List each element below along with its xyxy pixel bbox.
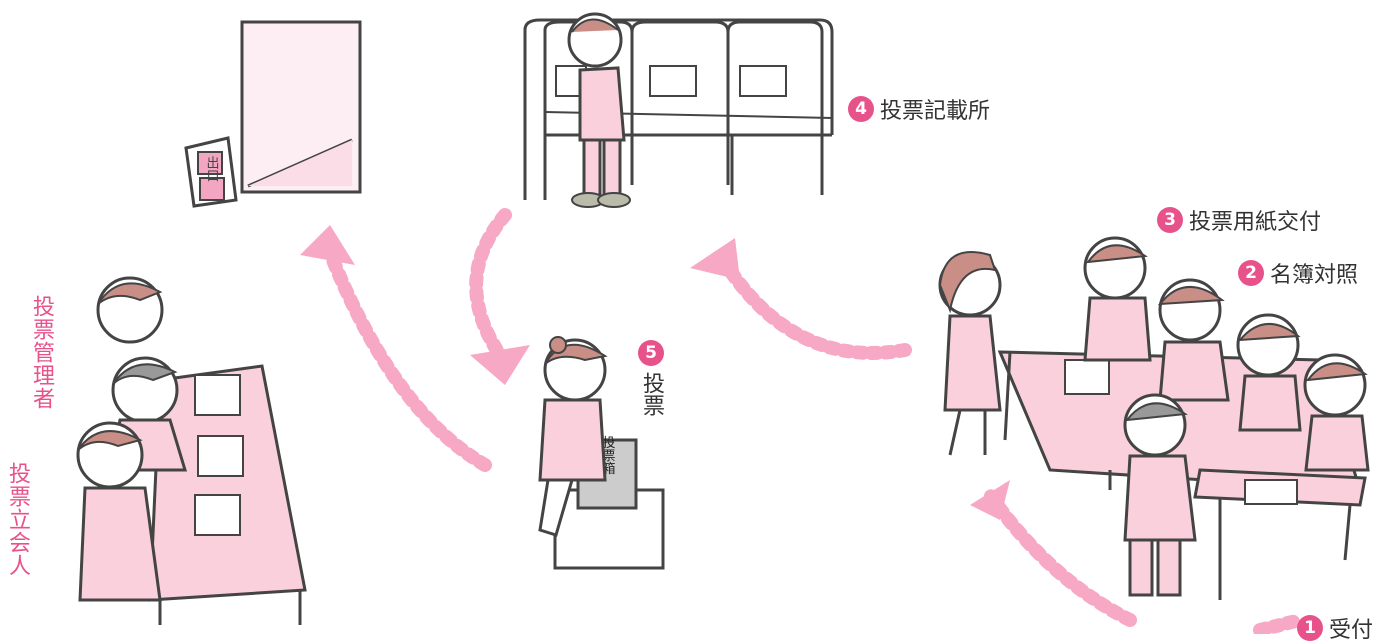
staff-group (1083, 236, 1370, 597)
arrow-booth-to-ballot (469, 208, 512, 362)
step-3-text: 投票用紙交付 (1189, 210, 1322, 235)
step-5-badge: 5 (638, 340, 664, 366)
step-2-text: 名簿対照 (1270, 263, 1359, 288)
step-3-label: 3 投票用紙交付 (1157, 204, 1321, 236)
step-2-label: 2 名簿対照 (1238, 257, 1358, 289)
exit-sign: 出口 (184, 136, 238, 208)
arrow-reception-to-booth (713, 248, 912, 360)
arrow-ballot-to-exit (318, 233, 492, 472)
step-1-label: 1 受付 (1297, 612, 1373, 644)
voting-booths (523, 12, 834, 208)
flow-arrows (318, 208, 1307, 634)
arrow-entry-to-reception (983, 488, 1137, 627)
official-1 (96, 276, 164, 344)
arrow-entry-bottom (1253, 613, 1307, 634)
visitor-at-reception (938, 250, 1002, 456)
arrow-heads (300, 225, 1010, 520)
official-2 (108, 356, 188, 472)
official-3 (76, 421, 162, 602)
step-1-text: 受付 (1329, 618, 1374, 643)
step-4-badge: 4 (848, 96, 874, 122)
step-2-badge: 2 (1238, 260, 1264, 286)
step-4-label: 4 投票記載所 (848, 93, 990, 125)
step-1-badge: 1 (1297, 615, 1323, 641)
role-manager-label: 投票管理者 (29, 295, 54, 410)
role-witness-label: 投票立会人 (5, 462, 30, 577)
step-3-badge: 3 (1157, 207, 1183, 233)
voter-at-booth (567, 12, 631, 208)
step-4-text: 投票記載所 (880, 99, 991, 124)
voter-casting (538, 336, 608, 537)
step-5-text: 投票 (639, 372, 664, 416)
step-5-label: 5 投票 (636, 340, 666, 416)
exit-sign-text: 出口 (204, 156, 219, 182)
reception-table (938, 236, 1370, 600)
exit-area: 出口 (184, 20, 362, 208)
manager-table (76, 276, 307, 625)
ballot-area: 投票箱 (538, 336, 665, 570)
